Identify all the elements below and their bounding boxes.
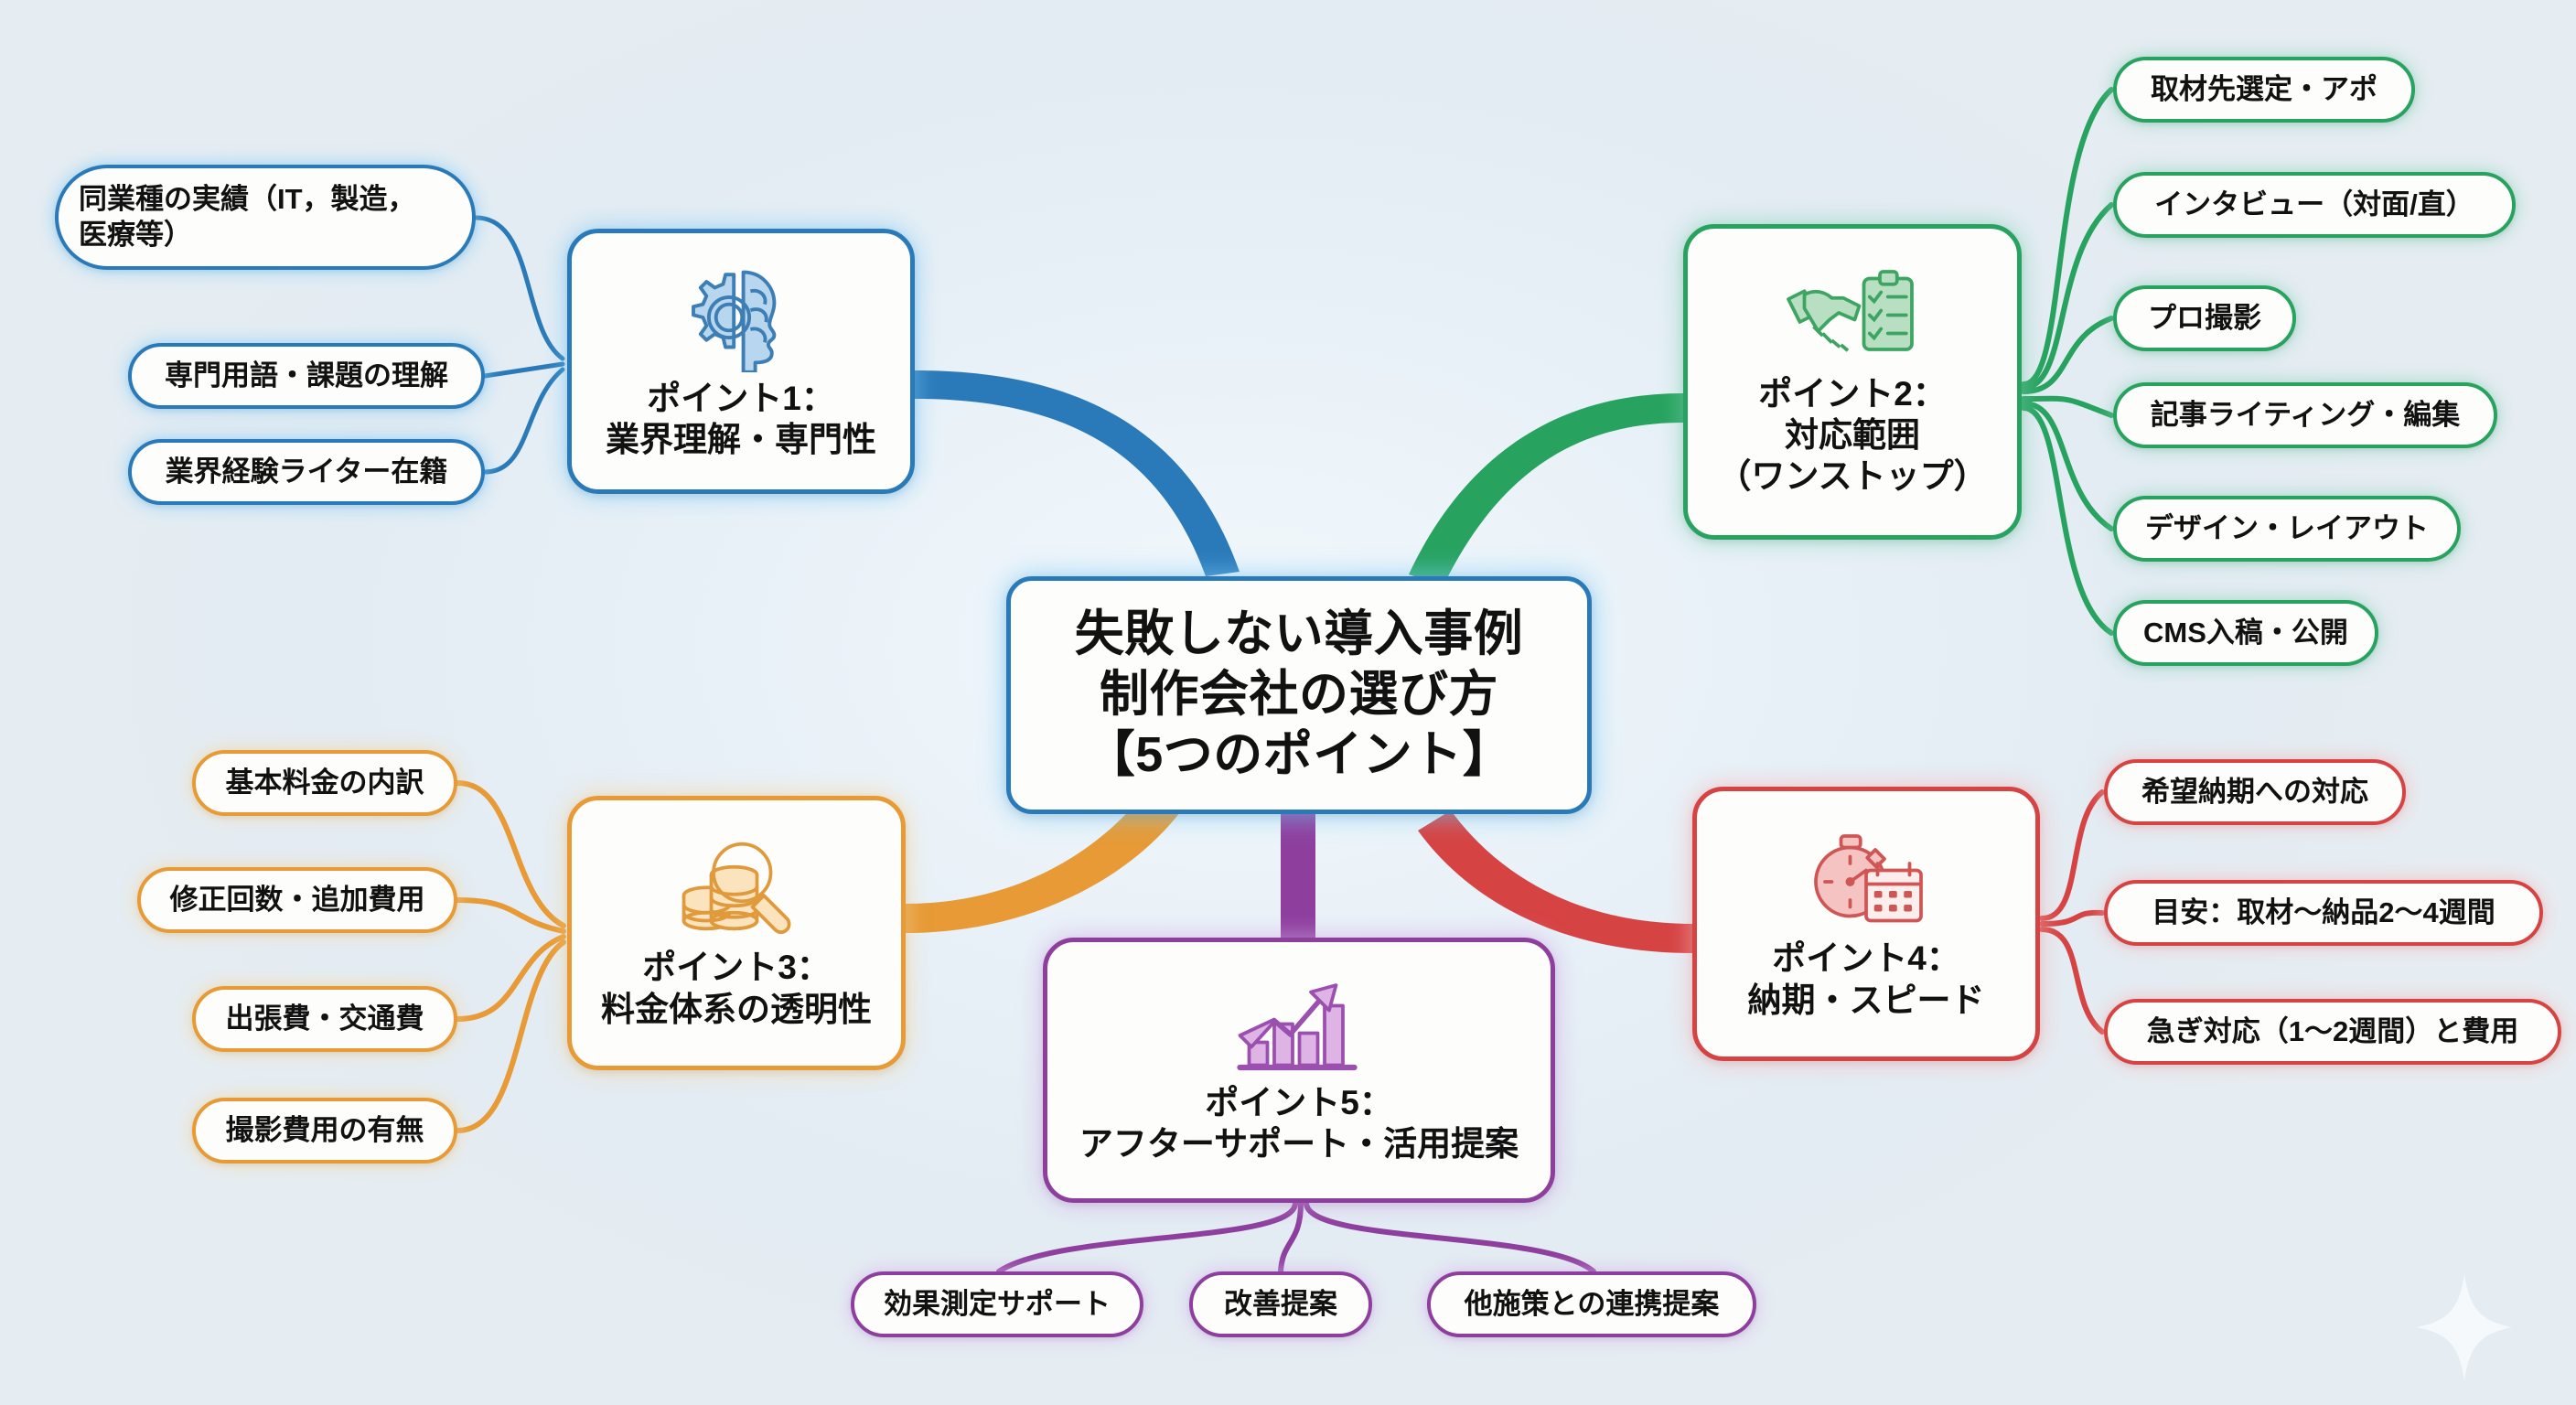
edge-p4-leaf3 [2039,927,2105,1035]
trunk-point1 [915,370,1240,576]
leaf-label: 希望納期への対応 [2141,775,2368,808]
edge-p2-leaf5 [2021,401,2114,531]
edge-p5-leaf3 [1304,1200,1596,1274]
center-title: 失敗しない導入事例 制作会社の選び方 【5つのポイント】 [1074,606,1524,782]
main-node-point1[interactable]: ポイント1： 業界理解・専門性 [567,229,915,494]
leaf-p2-6[interactable]: CMS入稿・公開 [2113,600,2378,666]
leaf-label: プロ撮影 [2148,301,2261,334]
leaf-label: デザイン・レイアウト [2145,511,2429,544]
gear-brain-icon [682,263,800,372]
leaf-p3-1[interactable]: 基本料金の内訳 [192,750,457,816]
leaf-label: 専門用語・課題の理解 [165,359,448,391]
sparkle-icon [2417,1274,2512,1380]
leaf-p4-2[interactable]: 目安：取材〜納品2〜4週間 [2104,880,2543,946]
edge-p3-leaf3 [455,934,566,1022]
main-node-point5[interactable]: ポイント5： アフターサポート・活用提案 [1043,938,1555,1203]
leaf-label: CMS入稿・公開 [2143,616,2348,649]
leaf-label: インタビュー（対面/直） [2154,188,2474,220]
trunk-point5 [1281,814,1315,938]
leaf-label: 業界経験ライター在籍 [165,455,448,488]
leaf-label: 出張費・交通費 [225,1002,424,1035]
edge-p3-leaf1 [455,780,566,928]
trunk-point2 [1409,393,1683,585]
leaf-p2-2[interactable]: インタビュー（対面/直） [2113,172,2516,238]
main-node-point4-title: ポイント4： 納期・スピード [1747,939,1985,1019]
leaf-label: 記事ライティング・編集 [2150,398,2461,431]
main-node-point4[interactable]: ポイント4： 納期・スピード [1692,787,2040,1061]
coins-magnifier-icon [672,836,800,941]
leaf-p3-3[interactable]: 出張費・交通費 [192,986,457,1052]
leaf-p3-4[interactable]: 撮影費用の有無 [192,1098,457,1164]
leaf-p5-1[interactable]: 効果測定サポート [851,1271,1143,1337]
edge-p2-leaf2 [2021,202,2114,391]
main-node-point5-title: ポイント5： アフターサポート・活用提案 [1079,1083,1519,1163]
edge-p4-leaf2 [2039,909,2105,927]
edge-p2-leaf6 [2021,405,2114,636]
leaf-label: 目安：取材〜納品2〜4週間 [2152,896,2496,928]
leaf-p4-1[interactable]: 希望納期への対応 [2104,759,2406,825]
leaf-p2-1[interactable]: 取材先選定・アポ [2113,57,2415,123]
stopwatch-calendar-icon [1802,827,1930,932]
leaf-p2-3[interactable]: プロ撮影 [2113,285,2296,351]
edge-p5-leaf1 [996,1200,1298,1274]
trunk-point4 [1418,810,1692,953]
leaf-label: 急ぎ対応（1〜2週間）と費用 [2146,1014,2519,1047]
main-node-point2[interactable]: ポイント2： 対応範囲 （ワンストップ） [1683,224,2022,540]
edge-p3-leaf4 [455,939,566,1133]
edge-p4-leaf1 [2039,789,2105,921]
edge-p3-leaf2 [455,897,566,934]
leaf-p1-2[interactable]: 専門用語・課題の理解 [128,343,485,409]
edge-p5-leaf2 [1278,1200,1304,1274]
leaf-label: 改善提案 [1224,1287,1337,1320]
leaf-p2-5[interactable]: デザイン・レイアウト [2113,496,2461,562]
leaf-label: 効果測定サポート [884,1287,1111,1320]
leaf-label: 修正回数・追加費用 [169,883,425,916]
leaf-p3-2[interactable]: 修正回数・追加費用 [137,867,457,933]
center-node[interactable]: 失敗しない導入事例 制作会社の選び方 【5つのポイント】 [1006,576,1592,814]
growth-chart-icon [1233,976,1366,1077]
leaf-label: 取材先選定・アポ [2151,72,2377,105]
leaf-label: 基本料金の内訳 [225,766,424,799]
main-node-point3-title: ポイント3： 料金体系の透明性 [601,949,872,1028]
leaf-p2-4[interactable]: 記事ライティング・編集 [2113,382,2497,448]
leaf-p4-3[interactable]: 急ぎ対応（1〜2週間）と費用 [2104,999,2561,1065]
edge-p2-leaf3 [2021,316,2114,394]
leaf-p1-3[interactable]: 業界経験ライター在籍 [128,439,485,505]
leaf-label: 他施策との連携提案 [1464,1287,1720,1320]
edge-p1-leaf1 [473,215,565,361]
trunk-point3 [906,792,1180,933]
leaf-p1-1[interactable]: 同業種の実績（IT，製造， 医療等） [55,165,476,270]
main-node-point2-title: ポイント2： 対応範囲 （ワンストップ） [1717,374,1988,496]
edge-p2-leaf1 [2021,87,2114,387]
edge-p2-leaf4 [2021,395,2114,418]
leaf-label: 同業種の実績（IT，製造， 医療等） [79,183,416,251]
leaf-p5-2[interactable]: 改善提案 [1189,1271,1372,1337]
leaf-p5-3[interactable]: 他施策との連携提案 [1427,1271,1756,1337]
edge-p1-leaf3 [482,367,565,475]
handshake-clipboard-icon [1784,267,1921,368]
edge-p1-leaf2 [482,361,565,379]
main-node-point1-title: ポイント1： 業界理解・専門性 [606,379,876,458]
main-node-point3[interactable]: ポイント3： 料金体系の透明性 [567,796,906,1070]
leaf-label: 撮影費用の有無 [225,1113,424,1146]
